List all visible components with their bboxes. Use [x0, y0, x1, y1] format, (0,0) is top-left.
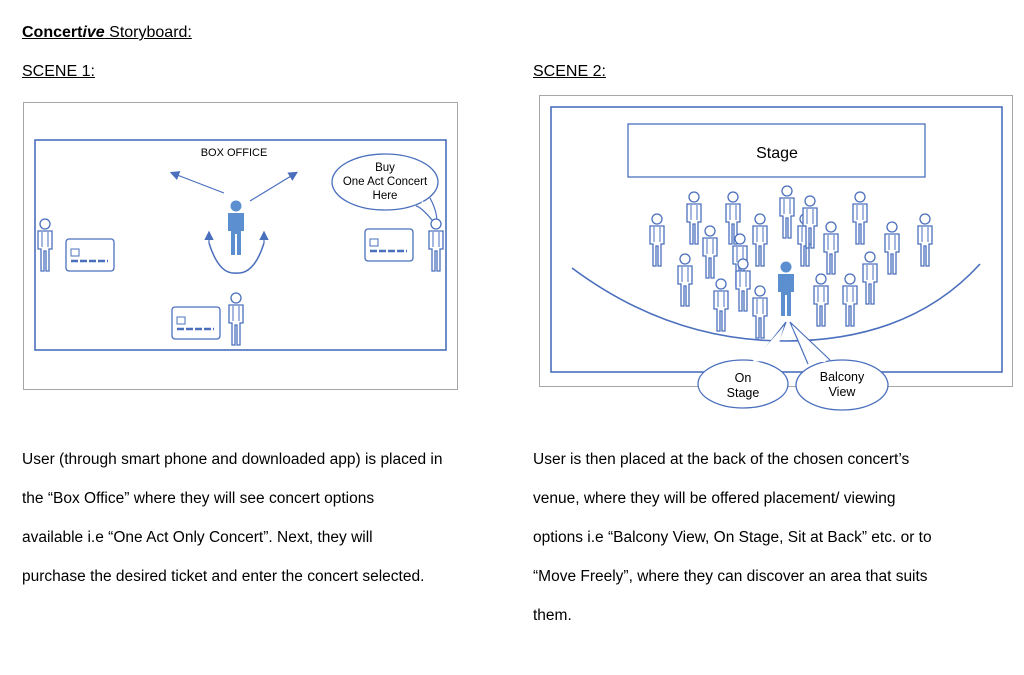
ticket-card-bottom	[170, 305, 222, 341]
on-stage-line-1: On	[735, 371, 752, 385]
bubble-line-3: Here	[373, 190, 398, 202]
scene-1-illustration: BOX OFFICE Buy One Act Concert Here	[23, 102, 458, 390]
scene-1-line: purchase the desired ticket and enter th…	[22, 568, 425, 585]
box-office-label: BOX OFFICE	[201, 147, 268, 159]
bubble-line-2: One Act Concert	[343, 176, 428, 188]
arrow-up-right	[249, 171, 299, 202]
audience-floor-curve	[571, 263, 981, 342]
user-figure	[228, 200, 244, 255]
scene-1-line: User (through smart phone and downloaded…	[22, 451, 443, 468]
scene-1-line: available i.e “One Act Only Concert”. Ne…	[22, 529, 373, 546]
scene-2-illustration: Stage	[539, 95, 1013, 411]
balcony-line-2: View	[829, 385, 857, 399]
bubble-line-1: Buy	[375, 162, 395, 174]
customer-figure-bottom	[228, 292, 244, 346]
document-title: Concertive Storyboard:	[22, 24, 192, 41]
on-stage-speech-bubble	[697, 359, 789, 409]
stage-box	[627, 123, 926, 178]
box-office-boundary	[34, 139, 447, 351]
user-figure	[778, 261, 794, 316]
scene-2-line: venue, where they will be offered placem…	[533, 490, 896, 507]
arrow-up-left	[169, 171, 225, 194]
on-stage-line-2: Stage	[727, 386, 760, 400]
customer-figure-left	[37, 218, 53, 272]
scene-1-description: User (through smart phone and downloaded…	[22, 440, 492, 596]
turn-arc	[208, 242, 265, 274]
scene-2-drawing: Stage	[550, 106, 1003, 411]
scene-1-drawing: BOX OFFICE Buy One Act Concert Here	[34, 139, 447, 351]
balcony-view-speech-bubble	[795, 359, 889, 411]
scene-1-line: the “Box Office” where they will see con…	[22, 490, 375, 507]
ticket-card-right	[363, 227, 415, 263]
buy-ticket-speech-bubble	[331, 153, 439, 211]
stage-label: Stage	[756, 145, 798, 162]
scene-1-heading: SCENE 1:	[22, 63, 95, 80]
scene-2-line: “Move Freely”, where they can discover a…	[533, 568, 928, 585]
scene-2-heading: SCENE 2:	[533, 63, 606, 80]
scene-2-description: User is then placed at the back of the c…	[533, 440, 1003, 635]
scene-2-line: User is then placed at the back of the c…	[533, 451, 910, 468]
ticket-card-left	[64, 237, 116, 273]
balcony-line-1: Balcony	[820, 370, 865, 384]
scene-2-line: them.	[533, 607, 572, 624]
scene-2-line: options i.e “Balcony View, On Stage, Sit…	[533, 529, 932, 546]
customer-figure-right	[428, 218, 444, 272]
